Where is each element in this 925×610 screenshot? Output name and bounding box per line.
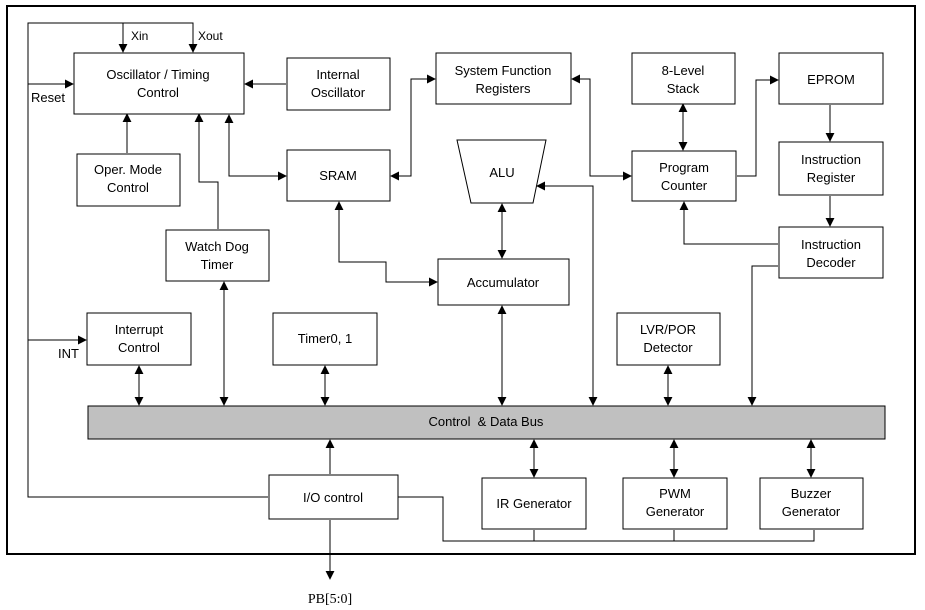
instruction-decoder-block: Instruction Decoder: [778, 226, 884, 279]
interrupt-control-block: Interrupt Control: [86, 312, 192, 366]
timer-label: Timer0, 1: [298, 331, 352, 346]
wire-sfr-pc: [571, 74, 632, 181]
stack-block: 8-Level Stack: [631, 52, 736, 105]
lvr-por-detector-block: LVR/POR Detector: [616, 312, 721, 366]
intosc-line-1: Internal: [316, 67, 359, 82]
alu-block: ALU: [456, 139, 547, 204]
internal-oscillator-block: Internal Oscillator: [286, 57, 391, 111]
opmode-line-1: Oper. Mode: [94, 162, 162, 177]
eprom-block: EPROM: [778, 52, 884, 105]
lvr-line-1: LVR/POR: [640, 322, 696, 337]
wire-idec-pc: [679, 201, 778, 245]
wire-left-rail: [27, 53, 268, 498]
pb-port-label: PB[5:0]: [308, 592, 352, 607]
idec-line-2: Decoder: [806, 255, 856, 270]
oscillator-timing-control-block: Oscillator / Timing Control: [73, 52, 245, 115]
intosc-line-2: Oscillator: [311, 85, 366, 100]
accumulator-block: Accumulator: [437, 258, 570, 306]
pc-line-2: Counter: [661, 178, 708, 193]
instruction-register-block: Instruction Register: [778, 141, 884, 196]
io-control-block: I/O control: [268, 474, 399, 520]
wire-periph-io: [398, 496, 815, 542]
irq-line-1: Interrupt: [115, 322, 164, 337]
oper-mode-control-block: Oper. Mode Control: [76, 153, 181, 207]
opmode-line-2: Control: [107, 180, 149, 195]
timer-block: Timer0, 1: [272, 312, 378, 366]
alu-label: ALU: [489, 165, 514, 180]
sram-block: SRAM: [286, 149, 391, 202]
pwm-generator-block: PWM Generator: [622, 477, 728, 530]
idec-line-1: Instruction: [801, 237, 861, 252]
wdt-line-2: Timer: [201, 257, 234, 272]
control-data-bus: Control & Data Bus: [87, 405, 886, 440]
irq-line-2: Control: [118, 340, 160, 355]
wire-sram-sfr: [390, 74, 436, 181]
watch-dog-timer-block: Watch Dog Timer: [165, 229, 270, 282]
wire-wdt-osc: [194, 113, 219, 229]
acc-label: Accumulator: [467, 275, 540, 290]
stack-line-1: 8-Level: [662, 63, 705, 78]
sram-label: SRAM: [319, 168, 357, 183]
pwm-line-2: Generator: [646, 504, 705, 519]
ireg-line-1: Instruction: [801, 152, 861, 167]
wdt-line-1: Watch Dog: [185, 239, 249, 254]
eprom-label: EPROM: [807, 72, 855, 87]
buzzer-generator-block: Buzzer Generator: [759, 477, 864, 530]
xout-label: Xout: [198, 29, 223, 43]
buzzer-line-2: Generator: [782, 504, 841, 519]
buzzer-line-1: Buzzer: [791, 486, 832, 501]
system-function-registers-block: System Function Registers: [435, 52, 572, 105]
lvr-line-2: Detector: [643, 340, 693, 355]
wire-alu-bus: [536, 181, 598, 406]
sfr-line-1: System Function: [455, 63, 552, 78]
int-label: INT: [58, 346, 79, 361]
bus-label: Control & Data Bus: [429, 414, 544, 429]
ireg-line-2: Register: [807, 170, 856, 185]
wire-osc-sram: [224, 114, 287, 181]
reset-label: Reset: [31, 90, 65, 105]
io-label: I/O control: [303, 490, 363, 505]
sfr-line-2: Registers: [476, 81, 531, 96]
wire-idec-bus: [747, 265, 778, 406]
wire-sram-acc: [334, 201, 438, 287]
wire-xout: [123, 22, 198, 53]
stack-line-2: Stack: [667, 81, 700, 96]
pwm-line-1: PWM: [659, 486, 691, 501]
osc-line-1: Oscillator / Timing: [106, 67, 209, 82]
wire-xin: [27, 22, 128, 53]
ir-label: IR Generator: [496, 496, 572, 511]
outer-frame: [6, 5, 916, 555]
pc-line-1: Program: [659, 160, 709, 175]
program-counter-block: Program Counter: [631, 150, 737, 202]
xin-label: Xin: [131, 29, 148, 43]
wire-pc-eprom: [737, 75, 779, 177]
ir-generator-block: IR Generator: [481, 477, 587, 530]
osc-line-2: Control: [137, 85, 179, 100]
